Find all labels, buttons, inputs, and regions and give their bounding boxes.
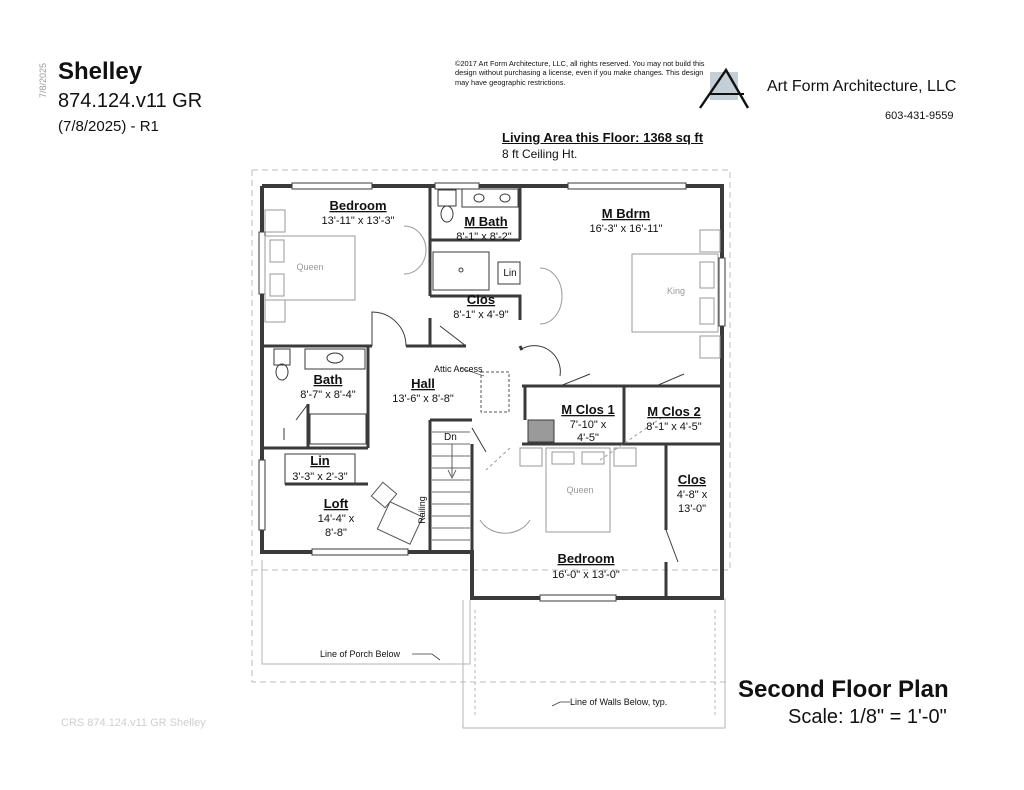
lin-box bbox=[284, 453, 356, 485]
bed-label-king: King bbox=[667, 286, 685, 296]
fixture-labels: Queen King Queen bbox=[296, 262, 685, 495]
attic-access-label: Attic Access bbox=[434, 364, 483, 374]
copyright-notice: ©2017 Art Form Architecture, LLC, all ri… bbox=[455, 59, 705, 87]
room-dims-hall: 13'-6" x 8'-8" bbox=[392, 393, 454, 405]
king-bed bbox=[539, 229, 721, 359]
stair-dn-label: Dn bbox=[444, 432, 457, 443]
room-name-bath: Bath bbox=[314, 372, 343, 387]
ceiling-height: 8 ft Ceiling Ht. bbox=[502, 147, 578, 161]
room-dims-clos-mid: 8'-1" x 4'-9" bbox=[453, 309, 509, 321]
plan-heading: Second Floor Plan bbox=[738, 676, 949, 703]
room-dims-clos-e-a: 4'-8" x bbox=[677, 489, 708, 501]
room-name-bedroom-nw: Bedroom bbox=[329, 198, 386, 213]
room-name-lin-small: Lin bbox=[503, 268, 516, 279]
master-bath-fixtures bbox=[432, 188, 521, 291]
railing-label: Railing bbox=[417, 496, 427, 524]
plan-revision: (7/8/2025) - R1 bbox=[58, 118, 159, 135]
room-name-clos-e: Clos bbox=[678, 472, 706, 487]
queen-bed-1 bbox=[264, 209, 427, 323]
room-dims-bedroom-s: 16'-0" x 13'-0" bbox=[552, 569, 620, 581]
room-name-m-clos-1: M Clos 1 bbox=[561, 402, 614, 417]
room-dims-m-clos-1-a: 7'-10" x bbox=[570, 419, 607, 431]
room-name-m-bath: M Bath bbox=[464, 214, 507, 229]
plan-number: 874.124.v11 GR bbox=[58, 90, 203, 112]
room-dims-loft-a: 14'-4" x bbox=[318, 513, 355, 525]
logo-mark bbox=[699, 67, 750, 109]
mechanical-chase bbox=[527, 419, 555, 443]
room-dims-lin: 3'-3" x 2'-3" bbox=[292, 471, 348, 483]
room-dims-m-clos-1-b: 4'-5" bbox=[577, 432, 599, 444]
room-name-bedroom-s: Bedroom bbox=[557, 551, 614, 566]
plan-title: Shelley bbox=[58, 58, 143, 85]
room-dims-clos-e-b: 13'-0" bbox=[678, 503, 706, 515]
room-name-m-bdrm: M Bdrm bbox=[602, 206, 650, 221]
firm-name: Art Form Architecture, LLC bbox=[767, 78, 957, 95]
firm-logo bbox=[699, 67, 750, 109]
room-name-clos-mid: Clos bbox=[467, 292, 495, 307]
walls-line-note: Line of Walls Below, typ. bbox=[570, 697, 667, 707]
stairs bbox=[432, 431, 470, 541]
room-dims-m-bath: 8'-1" x 8'-2" bbox=[456, 231, 512, 243]
watermark: CRS 874.124.v11 GR Shelley bbox=[61, 717, 206, 729]
room-dims-loft-b: 8'-8" bbox=[325, 527, 347, 539]
bath-fixtures bbox=[273, 348, 367, 445]
bed-label-queen-1: Queen bbox=[296, 262, 323, 272]
exterior-walls bbox=[260, 184, 724, 600]
room-dims-m-bdrm: 16'-3" x 16'-11" bbox=[590, 223, 663, 235]
room-name-m-clos-2: M Clos 2 bbox=[647, 404, 700, 419]
interior-walls bbox=[262, 186, 722, 598]
attic-access-hatch bbox=[480, 371, 510, 413]
queen-bed-2 bbox=[479, 415, 665, 534]
room-name-loft: Loft bbox=[324, 496, 349, 511]
porch-below bbox=[261, 560, 726, 729]
room-name-lin: Lin bbox=[310, 453, 330, 468]
room-dims-bath: 8'-7" x 8'-4" bbox=[300, 389, 356, 401]
bed-label-queen-2: Queen bbox=[566, 485, 593, 495]
doors bbox=[295, 311, 685, 563]
room-dims-m-clos-2: 8'-1" x 4'-5" bbox=[646, 421, 702, 433]
walls-below-outline bbox=[251, 169, 731, 683]
firm-phone: 603-431-9559 bbox=[885, 110, 954, 122]
loft-furniture bbox=[370, 481, 424, 545]
note-leaders bbox=[412, 653, 570, 707]
room-labels: Bedroom 13'-11" x 13'-3" M Bath 8'-1" x … bbox=[292, 198, 707, 581]
living-area: Living Area this Floor: 1368 sq ft bbox=[502, 130, 704, 145]
room-name-hall: Hall bbox=[411, 376, 435, 391]
plan-scale: Scale: 1/8" = 1'-0" bbox=[788, 706, 947, 728]
room-dims-bedroom-nw: 13'-11" x 13'-3" bbox=[322, 215, 395, 227]
porch-line-note: Line of Porch Below bbox=[320, 649, 401, 659]
